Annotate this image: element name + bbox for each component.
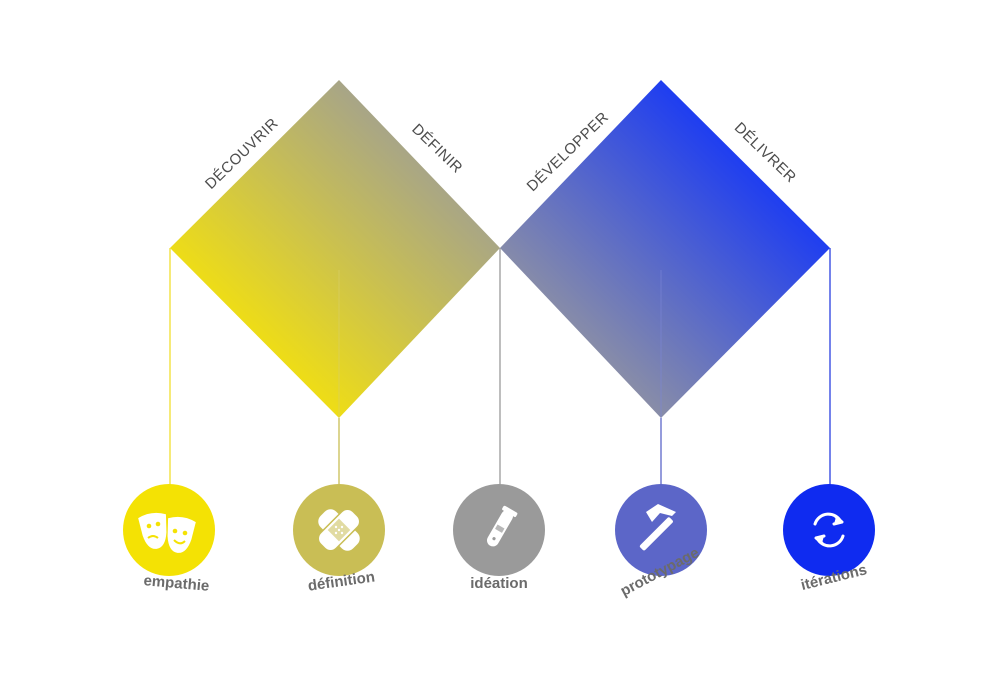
cycle-arrows-icon	[813, 512, 845, 548]
develop-deliver-diamond	[500, 80, 830, 418]
step-circle-iterations	[783, 484, 875, 576]
test-tube-icon	[487, 505, 518, 547]
step-label-ideation: idéation	[470, 575, 528, 592]
bandage-icon	[317, 508, 361, 552]
hammer-icon	[639, 504, 676, 551]
step-label-definition: définition	[307, 568, 376, 594]
discover-define-diamond	[170, 80, 500, 418]
theater-masks-icon	[138, 512, 196, 553]
step-label-empathie: empathie	[143, 572, 210, 595]
